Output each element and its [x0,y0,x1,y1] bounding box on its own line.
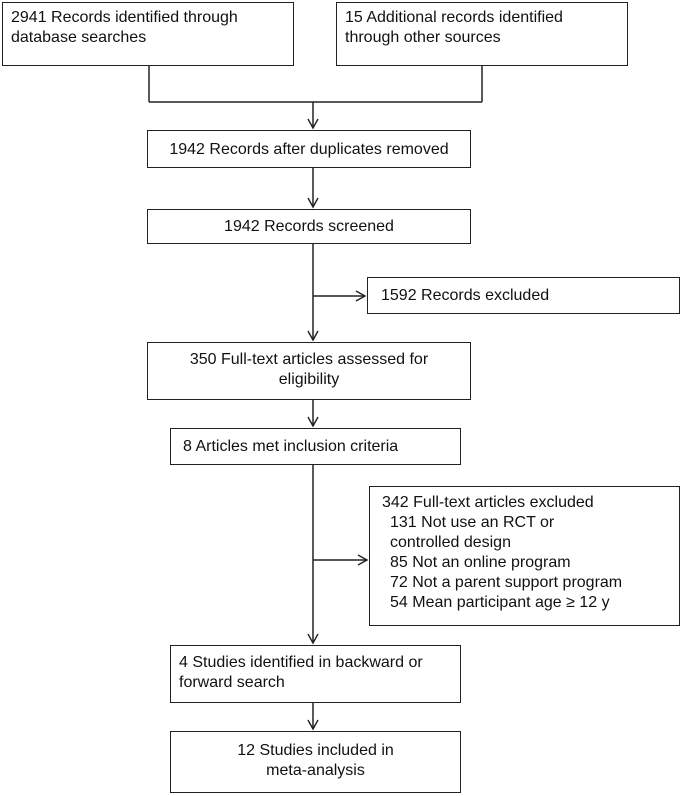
box-records-excluded: 1592 Records excluded [367,277,680,314]
box-fulltext-excluded: 342 Full-text articles excluded 131 Not … [369,486,680,626]
box-records-screened: 1942 Records screened [147,209,471,244]
box-database-records: 2941 Records identified through database… [2,2,294,66]
exclusion-reason: 131 Not use an RCT or controlled design [390,514,555,551]
box-other-sources: 15 Additional records identified through… [336,2,628,66]
exclusion-reason: 85 Not an online program [390,554,571,571]
box-fulltext-assessed: 350 Full-text articles assessed for elig… [147,342,471,400]
box-backward-forward: 4 Studies identified in backward or forw… [170,645,461,703]
fulltext-excluded-heading: 342 Full-text articles excluded [382,494,594,511]
exclusion-reason: 54 Mean participant age ≥ 12 y [390,594,610,611]
exclusion-reason: 72 Not a parent support program [390,574,623,591]
box-after-duplicates: 1942 Records after duplicates removed [147,130,471,168]
box-met-criteria: 8 Articles met inclusion criteria [170,428,461,465]
box-included-studies: 12 Studies included in meta-analysis [170,731,461,793]
